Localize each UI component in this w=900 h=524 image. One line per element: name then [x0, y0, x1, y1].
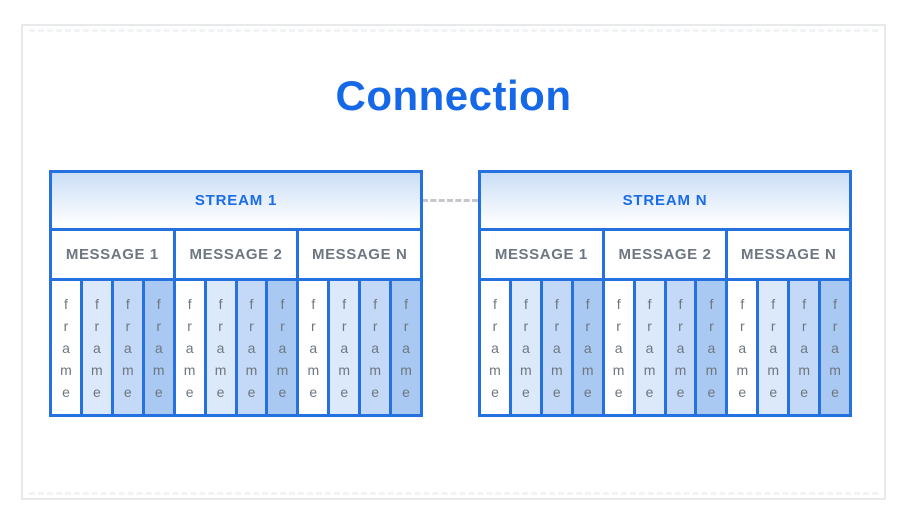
stream-1-box: STREAM 1 MESSAGE 1 MESSAGE 2 MESSAGE N f… [49, 170, 423, 417]
message-label: MESSAGE N [296, 231, 421, 278]
message-frame-group: f r a m e f r a m e f r a m e f r a m e [296, 281, 421, 414]
stream-n-message-row: MESSAGE 1 MESSAGE 2 MESSAGE N [481, 231, 850, 281]
frame-cell: f r a m e [265, 281, 297, 414]
message-label: MESSAGE 1 [52, 231, 173, 278]
connection-card: Connection STREAM 1 MESSAGE 1 MESSAGE 2 … [21, 24, 886, 500]
message-frame-group: f r a m e f r a m e f r a m e f r a m e [52, 281, 173, 414]
frame-cell: f r a m e [175, 281, 204, 414]
stream-n-box: STREAM N MESSAGE 1 MESSAGE 2 MESSAGE N f… [478, 170, 852, 417]
frame-cell: f r a m e [52, 281, 80, 414]
frame-cell: f r a m e [508, 281, 540, 414]
frame-cell: f r a m e [818, 281, 850, 414]
frame-cell: f r a m e [694, 281, 726, 414]
stream-n-header: STREAM N [481, 173, 849, 231]
stream-1-frames-row: f r a m e f r a m e f r a m e f r a m e … [52, 281, 421, 414]
stream-n-title: STREAM N [622, 192, 708, 209]
page-title: Connection [335, 72, 572, 119]
frame-cell: f r a m e [203, 281, 235, 414]
stream-1-header: STREAM 1 [52, 173, 420, 231]
frame-cell: f r a m e [756, 281, 788, 414]
stream-n-frames-row: f r a m e f r a m e f r a m e f r a m e … [481, 281, 850, 414]
message-label: MESSAGE 2 [601, 231, 726, 278]
frame-cell: f r a m e [389, 281, 421, 414]
frame-cell: f r a m e [110, 281, 142, 414]
stream-1-message-row: MESSAGE 1 MESSAGE 2 MESSAGE N [52, 231, 421, 281]
message-frame-group: f r a m e f r a m e f r a m e f r a m e [172, 281, 297, 414]
message-label: MESSAGE 1 [481, 231, 602, 278]
frame-cell: f r a m e [481, 281, 509, 414]
message-label: MESSAGE 2 [172, 231, 297, 278]
frame-cell: f r a m e [79, 281, 111, 414]
frame-cell: f r a m e [234, 281, 266, 414]
frame-cell: f r a m e [327, 281, 359, 414]
frame-cell: f r a m e [632, 281, 664, 414]
frame-cell: f r a m e [604, 281, 633, 414]
message-frame-group: f r a m e f r a m e f r a m e f r a m e [481, 281, 602, 414]
frame-cell: f r a m e [539, 281, 571, 414]
frame-cell: f r a m e [570, 281, 602, 414]
message-frame-group: f r a m e f r a m e f r a m e f r a m e [601, 281, 726, 414]
frame-cell: f r a m e [728, 281, 757, 414]
frame-cell: f r a m e [663, 281, 695, 414]
frame-cell: f r a m e [787, 281, 819, 414]
stream-1-title: STREAM 1 [194, 192, 278, 209]
message-frame-group: f r a m e f r a m e f r a m e f r a m e [725, 281, 850, 414]
message-label: MESSAGE N [725, 231, 850, 278]
frame-cell: f r a m e [141, 281, 173, 414]
frame-cell: f r a m e [358, 281, 390, 414]
stream-connector-dashed-line [422, 199, 478, 202]
frame-cell: f r a m e [299, 281, 328, 414]
